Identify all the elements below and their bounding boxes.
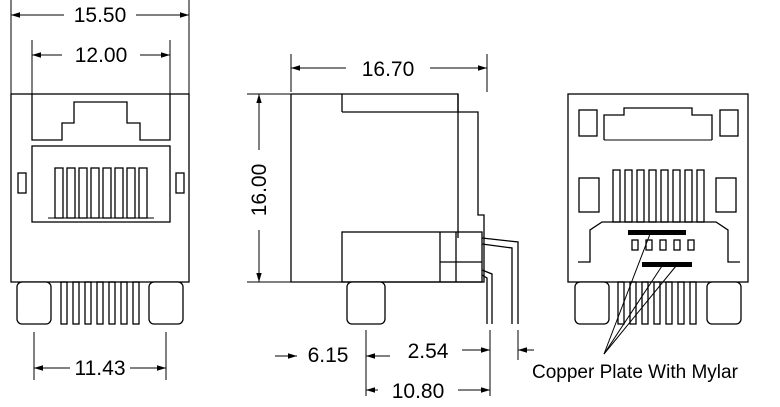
rear-window-left [578, 109, 598, 137]
front-pins [60, 281, 140, 325]
side-lead-outer [481, 237, 519, 324]
callout-leader-3 [603, 265, 677, 355]
front-side-tab-left [17, 172, 27, 194]
copper-plate-lower [642, 262, 692, 267]
rear-top-outline [603, 107, 713, 140]
front-post-left [16, 281, 52, 325]
callout-leader-1 [603, 233, 651, 355]
side-view: 16.70 16.00 6.15 2.54 [247, 54, 534, 403]
pin-row-offset-label: 10.80 [392, 380, 445, 403]
front-contacts [54, 167, 148, 219]
rear-housing [567, 93, 749, 283]
rear-post-right [706, 281, 742, 325]
side-post [346, 281, 386, 325]
rear-plate-slots [631, 239, 695, 251]
rear-lower-frame [578, 221, 740, 263]
rear-window-right-lower [715, 177, 737, 213]
front-housing [10, 93, 190, 283]
front-side-tab-right [175, 172, 185, 194]
overall-width-label: 15.50 [74, 4, 127, 27]
pin-pitch-label: 2.54 [408, 340, 449, 363]
side-lead-inner2 [481, 274, 488, 324]
callout-leader-2 [603, 265, 663, 355]
side-housing [290, 93, 485, 283]
copper-plate-callout: Copper Plate With Mylar [532, 362, 739, 383]
rear-window-right [719, 109, 739, 137]
front-latch-outline [31, 94, 171, 141]
front-post-right [148, 281, 184, 325]
height-label: 16.00 [248, 164, 271, 217]
pin-span-label: 11.43 [75, 357, 126, 380]
pin-offset-label: 6.15 [308, 344, 349, 367]
rear-window-left-lower [578, 177, 600, 213]
copper-plate-upper [628, 230, 686, 235]
front-port-opening [31, 145, 171, 223]
rear-view: Copper Plate With Mylar [532, 93, 749, 383]
side-lead-inner [481, 269, 493, 324]
rear-post-left [574, 281, 610, 325]
inner-width-label: 12.00 [75, 44, 128, 67]
depth-label: 16.70 [362, 58, 415, 81]
side-base-block [341, 231, 483, 283]
front-view: 15.50 12.00 [10, 0, 190, 380]
side-lead-outer-inner [481, 243, 513, 324]
